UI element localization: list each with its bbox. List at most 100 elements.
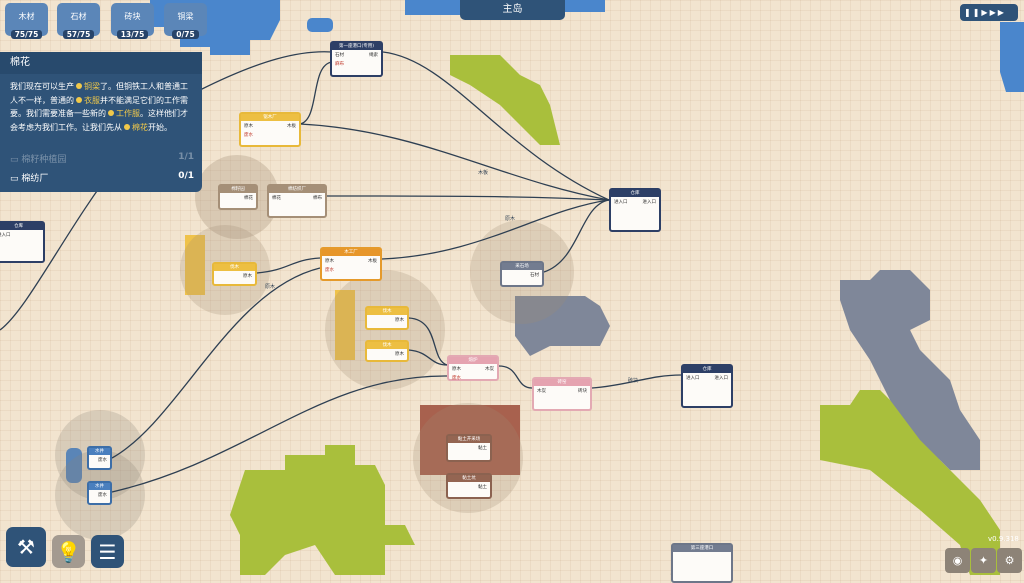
input-port[interactable]: 进入口 [614, 200, 628, 205]
output-port[interactable]: 进入口 [642, 200, 657, 205]
input-port[interactable]: 麻布 [335, 62, 344, 67]
building-node-clay1[interactable]: 黏土开采场黏土 [446, 434, 492, 462]
stone-mid [515, 296, 610, 356]
node-title: 棉纺织厂 [269, 186, 325, 193]
link [111, 267, 321, 459]
node-title: 第一座港口(专用) [332, 43, 381, 50]
quest-text: 。这样他们才会考虑为我们工作。让我们先从 [10, 109, 188, 132]
building-node-port3[interactable]: 第三座港口 [671, 543, 733, 583]
node-title: 黏土坑 [448, 475, 490, 482]
output-port[interactable]: 石材 [530, 273, 539, 278]
input-port[interactable]: 石材 [335, 53, 344, 58]
quest-text: 我们现在可以生产 [10, 82, 74, 91]
steam-icon: ⚙ [1004, 554, 1015, 567]
link-label: 木板 [478, 169, 488, 176]
twitter-button[interactable]: ✦ [971, 548, 996, 573]
steam-button[interactable]: ⚙ [997, 548, 1022, 573]
output-port[interactable]: 原木 [395, 318, 404, 323]
output-port[interactable]: 砖块 [578, 389, 587, 394]
node-title: 伐木 [367, 342, 407, 349]
water-east [1000, 22, 1024, 92]
stone-east [840, 270, 980, 470]
output-port[interactable]: 废水 [98, 493, 107, 498]
node-title: 仓库 [611, 190, 659, 197]
output-port[interactable]: 黏土 [478, 485, 487, 490]
input-port[interactable]: 进入口 [686, 376, 700, 381]
hint-button[interactable]: 💡 [52, 535, 85, 568]
building-node-lumber2[interactable]: 伐木原木 [365, 306, 409, 330]
node-title: 木工厂 [322, 249, 380, 256]
range-3 [325, 270, 445, 390]
link [299, 61, 333, 125]
node-title: 黏土开采场 [448, 436, 490, 443]
building-node-well2[interactable]: 水井废水 [87, 481, 112, 505]
fast-icon[interactable]: ▶ [989, 8, 998, 17]
fastest-icon[interactable]: ▶ [997, 8, 1006, 17]
output-port[interactable]: 原木 [243, 274, 252, 279]
output-port[interactable]: 木板 [368, 259, 377, 264]
input-port[interactable]: 木炭 [537, 389, 546, 394]
discord-button[interactable]: ◉ [945, 548, 970, 573]
input-port[interactable]: 废水 [452, 376, 461, 381]
island-title[interactable]: 主岛 [460, 0, 565, 20]
grass-east [820, 390, 1000, 575]
output-port[interactable]: 原木 [395, 352, 404, 357]
speed-controls[interactable]: ❚❚▶▶▶ [960, 4, 1018, 21]
output-port[interactable]: 黏土 [478, 446, 487, 451]
output-port[interactable]: 木板 [287, 124, 296, 129]
item-dot-icon [108, 110, 114, 116]
input-port[interactable]: 废水 [244, 133, 253, 138]
building-node-wh1[interactable]: 仓库进入口 进入口 [609, 188, 661, 232]
output-port[interactable]: 进入口 [714, 376, 729, 381]
play-icon[interactable]: ▶ [981, 8, 990, 17]
input-port[interactable]: 原木 [452, 367, 461, 372]
output-port[interactable]: 棉布 [313, 196, 322, 201]
building-node-lumber3[interactable]: 伐木原木 [365, 340, 409, 362]
hammer-icon: ⚒ [17, 535, 35, 559]
link [543, 199, 610, 273]
building-node-clay2[interactable]: 黏土坑黏土 [446, 473, 492, 499]
building-node-carp[interactable]: 木工厂原木废水 木板 [320, 247, 382, 281]
building-node-quarry[interactable]: 采石场石材 [500, 261, 544, 287]
building-node-well1[interactable]: 水井废水 [87, 446, 112, 470]
link [256, 257, 321, 274]
quest-title: 棉花 [0, 52, 202, 74]
building-node-furn[interactable]: 熔炉原木废水木炭 [447, 355, 499, 381]
input-port[interactable]: 原木 [244, 124, 253, 129]
building-node-lumber[interactable]: 伐木原木 [212, 262, 257, 286]
pause-icon[interactable]: ❚❚ [964, 8, 982, 17]
node-title: 伐木 [214, 264, 255, 271]
quest-text: 并不能满足它们的工作需要。我们需要准备一些新的 [10, 95, 188, 119]
version-label: v0.9.318 [988, 535, 1019, 543]
building-node-farm[interactable]: 棉籽园棉花 [218, 184, 258, 210]
menu-button[interactable]: ☰ [91, 535, 124, 568]
output-port[interactable]: 废水 [98, 458, 107, 463]
quest-highlight: 铜梁 [84, 82, 100, 91]
building-node-brick[interactable]: 砖窑木炭 砖块 [532, 377, 592, 411]
build-button[interactable]: ⚒ [6, 527, 46, 567]
quest-panel: 棉花 我们现在可以生产铜梁了。但铜铁工人和普通工人不一样，普通的衣服并不能满足它… [0, 52, 202, 192]
building-node-saw[interactable]: 锯木厂原木废水 木板 [239, 112, 301, 147]
building-node-mill[interactable]: 棉纺织厂棉花 棉布 [267, 184, 327, 218]
water-north-mid [405, 0, 605, 15]
input-port[interactable]: 进入口 [0, 233, 11, 238]
building-node-port1[interactable]: 第一座港口(专用) 石材麻布 绳索 [330, 41, 383, 77]
quest-body: 我们现在可以生产铜梁了。但铜铁工人和普通工人不一样，普通的衣服并不能满足它们的工… [0, 74, 202, 134]
input-port[interactable]: 棉花 [272, 196, 281, 201]
output-port[interactable]: 棉花 [244, 196, 253, 201]
item-dot-icon [76, 83, 82, 89]
node-title: 锯木厂 [241, 114, 299, 121]
output-port[interactable]: 木炭 [485, 367, 494, 372]
input-port[interactable]: 废水 [325, 268, 334, 273]
input-port[interactable]: 原木 [325, 259, 334, 264]
output-port[interactable]: 绳索 [369, 53, 378, 58]
water-well [66, 448, 82, 483]
building-node-wh2[interactable]: 仓库进入口进入口 [681, 364, 733, 408]
node-title: 砖窑 [534, 379, 590, 386]
